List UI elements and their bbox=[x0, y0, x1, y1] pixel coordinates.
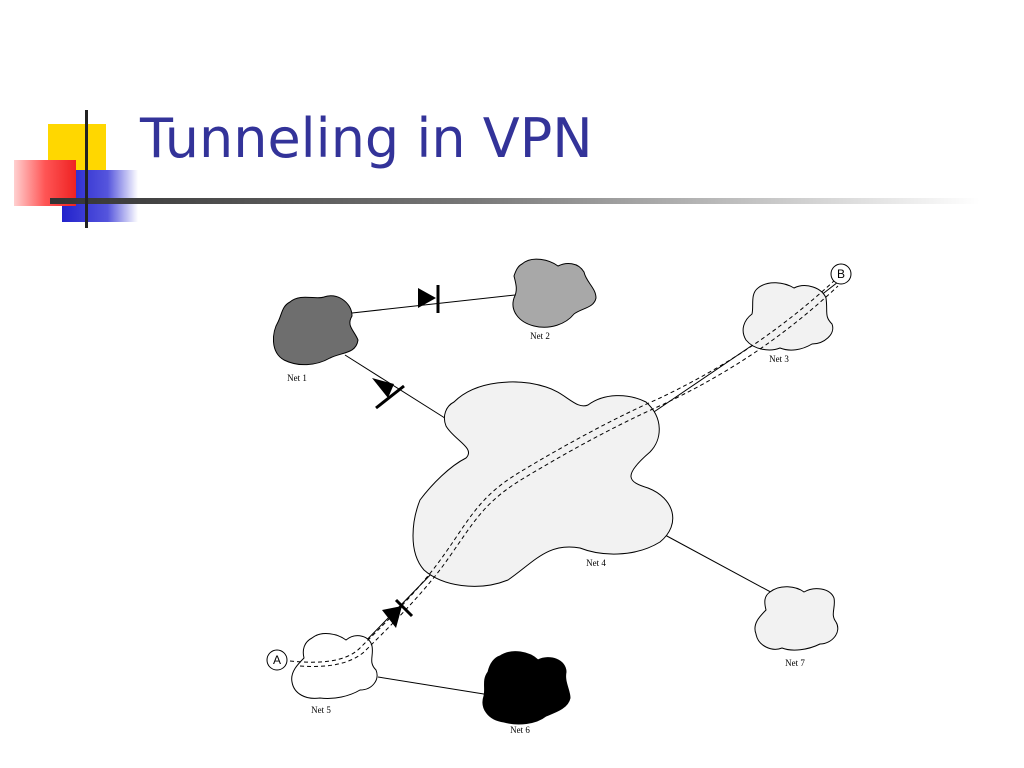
firewall-icon-net5-net4 bbox=[382, 598, 414, 628]
endpoint-b-label: B bbox=[837, 267, 845, 281]
net5-cloud bbox=[291, 633, 378, 699]
net3-label: Net 3 bbox=[769, 354, 789, 364]
net6-cloud bbox=[482, 651, 571, 725]
title-rule bbox=[50, 198, 980, 204]
net7-label: Net 7 bbox=[785, 658, 805, 668]
net6-label: Net 6 bbox=[510, 725, 530, 735]
link-net4-net3 bbox=[644, 339, 761, 419]
link-net1-net2 bbox=[351, 294, 516, 314]
vertical-line bbox=[85, 110, 88, 228]
net1-cloud bbox=[273, 295, 359, 366]
link-net5-net6 bbox=[377, 676, 491, 696]
firewall-icon-net1-net4 bbox=[372, 378, 405, 410]
net7-cloud bbox=[754, 586, 839, 651]
vpn-tunnel-path-inner bbox=[299, 285, 839, 667]
endpoint-a-label: A bbox=[273, 653, 281, 667]
net2-label: Net 2 bbox=[530, 331, 550, 341]
link-net1-net4 bbox=[344, 354, 449, 421]
title-decoration bbox=[14, 110, 980, 228]
net4-cloud bbox=[412, 381, 674, 587]
net5-label: Net 5 bbox=[311, 705, 331, 715]
endpoint-a: A bbox=[266, 649, 288, 671]
net2-cloud bbox=[512, 258, 597, 328]
firewall-icon-net1-net2 bbox=[418, 285, 440, 313]
link-net4-net7 bbox=[664, 534, 779, 597]
net1-label: Net 1 bbox=[287, 373, 307, 383]
slide-title: Tunneling in VPN bbox=[140, 107, 593, 170]
net3-cloud bbox=[742, 282, 834, 351]
endpoint-b: B bbox=[830, 263, 852, 285]
vpn-tunnel-path-outer bbox=[289, 279, 836, 663]
net4-label: Net 4 bbox=[586, 558, 606, 568]
